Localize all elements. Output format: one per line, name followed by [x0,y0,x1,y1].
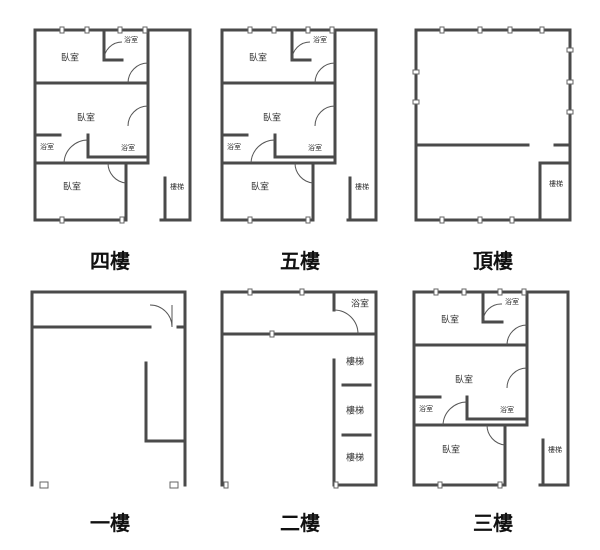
bathroom-label: 浴室 [419,404,433,413]
bedroom-label: 臥室 [63,181,81,193]
bathroom-label: 浴室 [40,142,54,151]
floor-title: 五樓 [280,249,320,273]
bathroom-label: 浴室 [308,143,322,152]
bathroom-label: 浴室 [313,35,327,44]
bathroom-label: 浴室 [121,143,135,152]
floor-title: 二樓 [280,511,320,535]
floor-plan-1f: 一樓 [30,290,187,535]
bathroom-label: 浴室 [227,142,241,151]
floor-plan-4f: 臥室 浴室 臥室 浴室 浴室 臥室 樓梯 四樓 [33,26,192,273]
stairs-label: 樓梯 [346,405,364,417]
bedroom-label: 臥室 [61,52,79,64]
stairs-label: 樓梯 [346,356,364,368]
bedroom-label: 臥室 [441,314,459,326]
bathroom-label: 浴室 [351,298,369,310]
floor-plan-3f: 臥室 浴室 臥室 浴室 浴室 臥室 樓梯 三樓 [412,288,570,535]
stairs-label: 樓梯 [548,445,562,454]
bedroom-label: 臥室 [249,52,267,64]
stairs-label: 樓梯 [355,182,369,191]
bedroom-label: 臥室 [263,112,281,124]
floor-title: 一樓 [90,511,130,535]
bathroom-label: 浴室 [124,35,138,44]
floor-title: 三樓 [473,511,513,535]
floor-plan-5f: 臥室 浴室 臥室 浴室 浴室 臥室 樓梯 五樓 [220,26,378,273]
bedroom-label: 臥室 [455,374,473,386]
bedroom-label: 臥室 [251,181,269,193]
bathroom-label: 浴室 [505,297,519,306]
bedroom-label: 臥室 [442,444,460,456]
stairs-label: 樓梯 [346,452,364,464]
floor-plan-2f: 浴室 樓梯 樓梯 樓梯 二樓 [220,288,378,535]
floor-plan-roof: 樓梯 頂樓 [412,26,574,273]
floor-title: 四樓 [90,249,130,273]
bathroom-label: 浴室 [500,405,514,414]
bedroom-label: 臥室 [77,112,95,124]
stairs-label: 樓梯 [549,179,563,188]
floor-title: 頂樓 [473,249,513,273]
stairs-label: 樓梯 [170,182,184,191]
